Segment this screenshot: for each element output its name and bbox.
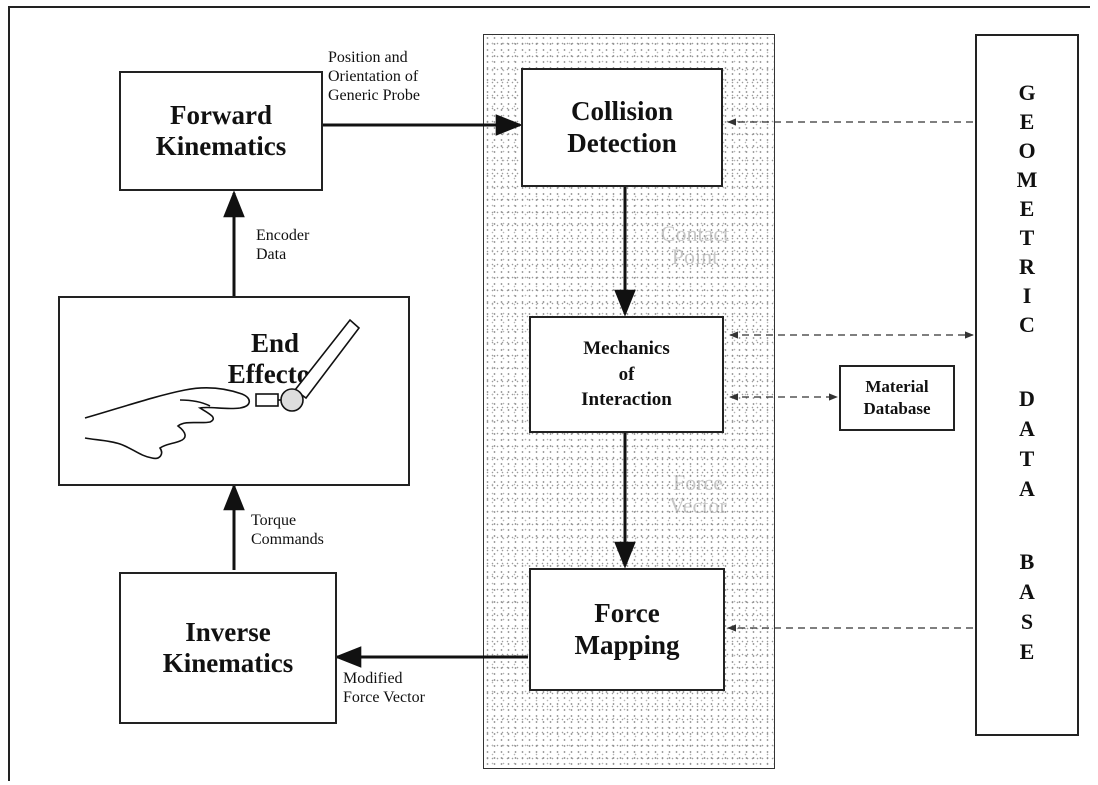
collision-detection-block: Collision Detection bbox=[521, 68, 723, 187]
figure-frame bbox=[8, 6, 1090, 781]
label-modified-force-vector: Modified Force Vector bbox=[343, 670, 425, 707]
geo-letter-11: D bbox=[1019, 386, 1035, 411]
geo-letter-17: A bbox=[1019, 579, 1035, 604]
geo-letter-4: M bbox=[1016, 167, 1038, 192]
forward-kinematics-block: Forward Kinematics bbox=[119, 71, 323, 191]
faint-label-upper: Contact Point bbox=[660, 221, 730, 270]
geo-letter-2: E bbox=[1019, 109, 1035, 134]
label-torque-commands: Torque Commands bbox=[251, 512, 324, 549]
label-encoder-data: Encoder Data bbox=[256, 227, 310, 264]
geo-letter-7: R bbox=[1019, 254, 1035, 279]
geo-letter-16: B bbox=[1019, 549, 1035, 574]
geo-letter-13: T bbox=[1019, 446, 1035, 471]
hand-probe-illustration bbox=[84, 318, 361, 460]
geometric-database-block: G E O M E T R I C D A T A B A S E bbox=[975, 34, 1079, 736]
end-effector-block: End Effector bbox=[58, 296, 410, 486]
geo-letter-6: T bbox=[1019, 225, 1035, 250]
geo-letter-3: O bbox=[1018, 138, 1036, 163]
geo-letter-12: A bbox=[1019, 416, 1035, 441]
faint-label-lower: Force Vector bbox=[669, 470, 727, 519]
geo-letter-8: I bbox=[1022, 283, 1032, 308]
geo-letter-9: C bbox=[1019, 312, 1035, 337]
geo-letter-1: G bbox=[1018, 80, 1036, 105]
material-database-block: Material Database bbox=[839, 365, 955, 431]
geo-letter-5: E bbox=[1019, 196, 1035, 221]
mechanics-of-interaction-block: Mechanics of Interaction bbox=[529, 316, 724, 433]
geo-letter-19: E bbox=[1019, 639, 1035, 664]
geo-letter-18: S bbox=[1020, 609, 1034, 634]
force-mapping-block: Force Mapping bbox=[529, 568, 725, 691]
geo-letter-14: A bbox=[1019, 476, 1035, 501]
label-position-orientation: Position and Orientation of Generic Prob… bbox=[328, 49, 420, 105]
inverse-kinematics-block: Inverse Kinematics bbox=[119, 572, 337, 724]
